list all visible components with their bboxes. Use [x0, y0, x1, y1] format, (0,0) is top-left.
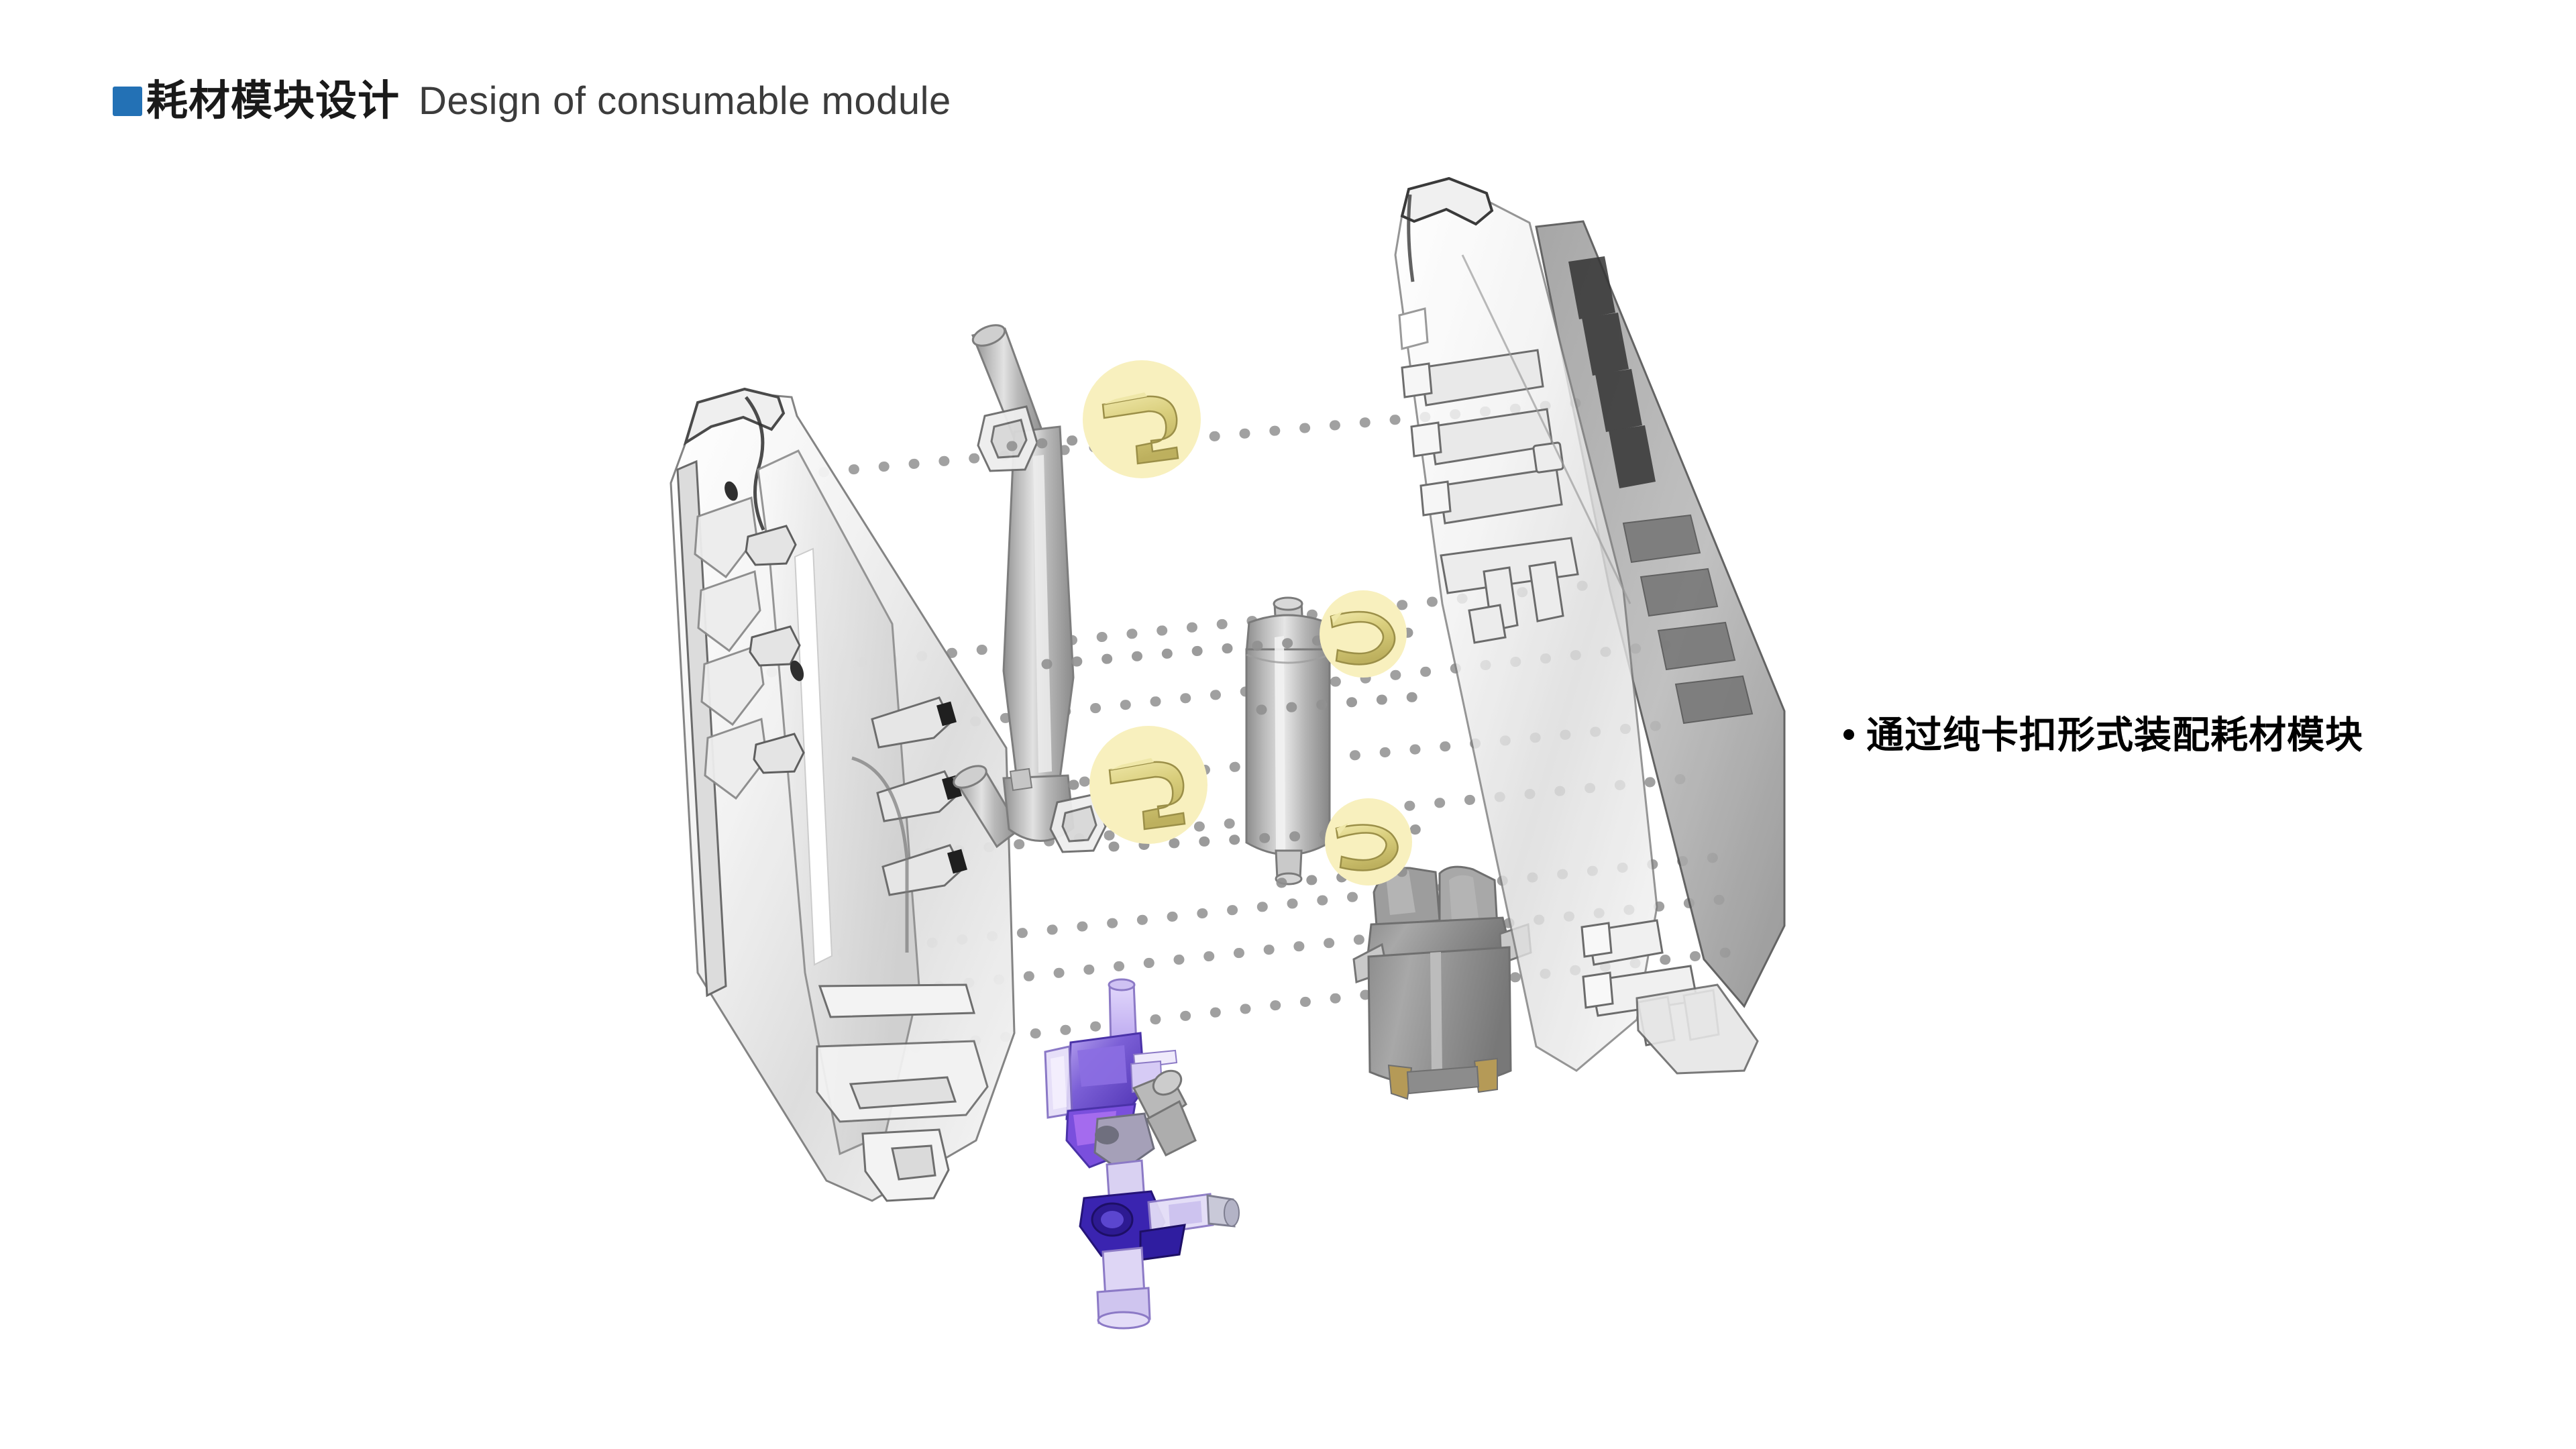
part-valve-block [1044, 978, 1240, 1330]
left-shell-bottom-bracket [816, 983, 989, 1202]
right-shell-clip-tabs [1401, 349, 1563, 525]
guide-line [1041, 627, 1422, 669]
guide-line [1256, 691, 1428, 715]
snap-hook-clip-icon [1102, 392, 1179, 465]
annotation-bullet: 通过纯卡扣形式装配耗材模块 [1843, 716, 2363, 754]
part-filter-column [1245, 596, 1331, 885]
snap-hook-clip-icon [1330, 610, 1396, 665]
title-marker-square [113, 87, 142, 116]
snap-hook-clip-icon [1108, 758, 1186, 830]
page-title-en: Design of consumable module [419, 79, 951, 123]
right-shell-mid-bracket [1440, 537, 1579, 644]
part-y-manifold [952, 324, 1107, 853]
part-right-shell [1394, 176, 1786, 1075]
page-title-cn: 耗材模块设计 [146, 78, 400, 124]
annotation-text: 通过纯卡扣形式装配耗材模块 [1866, 714, 2363, 756]
left-shell-pinholes [724, 481, 804, 682]
bullet-dot-icon [1843, 729, 1854, 740]
snap-hook-clip-icon [1335, 823, 1399, 871]
left-shell-ribs [694, 496, 768, 800]
left-shell-clip-tabs [745, 525, 805, 774]
snap-highlight-4 [1325, 798, 1412, 885]
y-manifold-snap-clip-lower [1049, 793, 1107, 853]
y-manifold-snap-clip-upper [977, 405, 1038, 472]
part-left-shell [669, 387, 1016, 1202]
right-shell-vent-slots [1568, 256, 1656, 488]
guide-line [1276, 864, 1434, 888]
page-title: 耗材模块设计 Design of consumable module [113, 80, 951, 122]
right-shell-gussets [1622, 514, 1754, 724]
snap-highlight-2 [1320, 590, 1407, 678]
guide-line [1108, 824, 1428, 852]
snap-highlight-1 [1083, 360, 1201, 478]
snap-highlight-3 [1089, 726, 1208, 844]
snap-fit-highlight-group [1083, 360, 1412, 885]
part-pump-head [1352, 865, 1532, 1100]
